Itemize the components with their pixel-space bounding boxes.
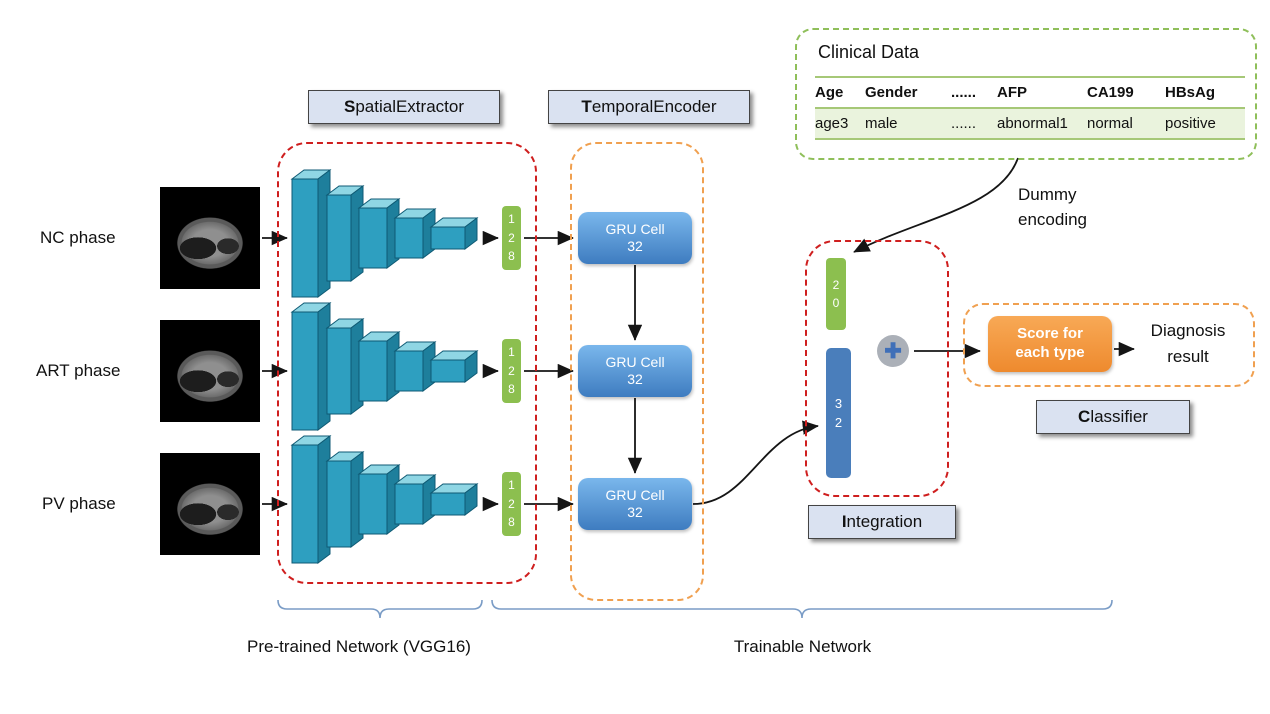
ct-image-art <box>160 320 260 422</box>
spatial-extractor-label-rest: patialExtractor <box>355 97 464 116</box>
clinical-header-dots: ...... <box>951 84 977 101</box>
gru-cell-1: GRU Cell 32 <box>578 212 692 264</box>
feature-vector-32: 3 2 <box>826 348 851 478</box>
spatial-extractor-box <box>277 142 537 584</box>
clinical-cell-hbsag: positive <box>1165 115 1216 132</box>
clinical-data-table: Age Gender ...... AFP CA199 HBsAg age3 m… <box>815 76 1245 140</box>
phase-label-pv: PV phase <box>42 494 116 513</box>
clinical-cell-age: age3 <box>815 115 849 132</box>
clinical-data-box <box>795 28 1257 160</box>
clinical-header-gender: Gender <box>865 84 918 101</box>
trainable-network-label: Trainable Network <box>733 637 872 656</box>
integration-label-rest: ntegration <box>846 512 923 531</box>
arrow-clinical-integration <box>853 157 1019 253</box>
pretrained-network-label: Pre-trained Network (VGG16) <box>247 637 471 656</box>
temporal-encoder-label-first: T <box>581 97 592 116</box>
temporal-encoder-box <box>570 142 704 601</box>
clinical-header-ca199: CA199 <box>1087 84 1134 101</box>
classifier-box <box>963 303 1255 387</box>
feature-vector-20: 2 0 <box>826 258 846 330</box>
brace-pretrained <box>277 599 483 619</box>
diagnosis-result-label: Diagnosis result <box>1150 321 1226 366</box>
integration-box <box>805 240 949 497</box>
feature-vector-128-art: 1 2 8 <box>502 339 521 403</box>
classifier-label-rest: lassifier <box>1090 407 1148 426</box>
clinical-cell-afp: abnormal1 <box>997 115 1068 132</box>
feature-vector-128-pv: 1 2 8 <box>502 472 521 536</box>
clinical-data-row: age3 male ...... abnormal1 normal positi… <box>815 109 1245 140</box>
arrow-gru-integration <box>692 420 819 505</box>
gru-cell-3: GRU Cell 32 <box>578 478 692 530</box>
spatial-extractor-label-first: S <box>343 97 356 116</box>
clinical-header-age: Age <box>815 84 844 101</box>
feature-vector-128-nc: 1 2 8 <box>502 206 521 270</box>
ct-image-nc <box>160 187 260 289</box>
braces <box>277 599 1113 619</box>
clinical-cell-gender: male <box>865 115 898 132</box>
clinical-header-afp: AFP <box>997 84 1027 101</box>
classifier-label-first: C <box>1078 407 1091 426</box>
clinical-header-hbsag: HBsAg <box>1165 84 1216 101</box>
brace-trainable <box>491 599 1113 619</box>
integration-label-first: I <box>841 512 847 531</box>
score-box: Score for each type <box>988 316 1112 372</box>
clinical-cell-dots: ...... <box>951 115 977 132</box>
clinical-data-title: Clinical Data <box>818 42 920 62</box>
gru-cell-2: GRU Cell 32 <box>578 345 692 397</box>
clinical-cell-ca199: normal <box>1087 115 1133 132</box>
ct-image-pv <box>160 453 260 555</box>
clinical-header-row: Age Gender ...... AFP CA199 HBsAg <box>815 76 1245 109</box>
phase-label-art: ART phase <box>36 361 121 380</box>
phase-label-nc: NC phase <box>40 228 116 247</box>
plus-icon: ✚ <box>877 335 909 367</box>
temporal-encoder-label-rest: emporalEncoder <box>591 97 717 116</box>
dummy-encoding-label: Dummy encoding <box>1018 185 1088 229</box>
